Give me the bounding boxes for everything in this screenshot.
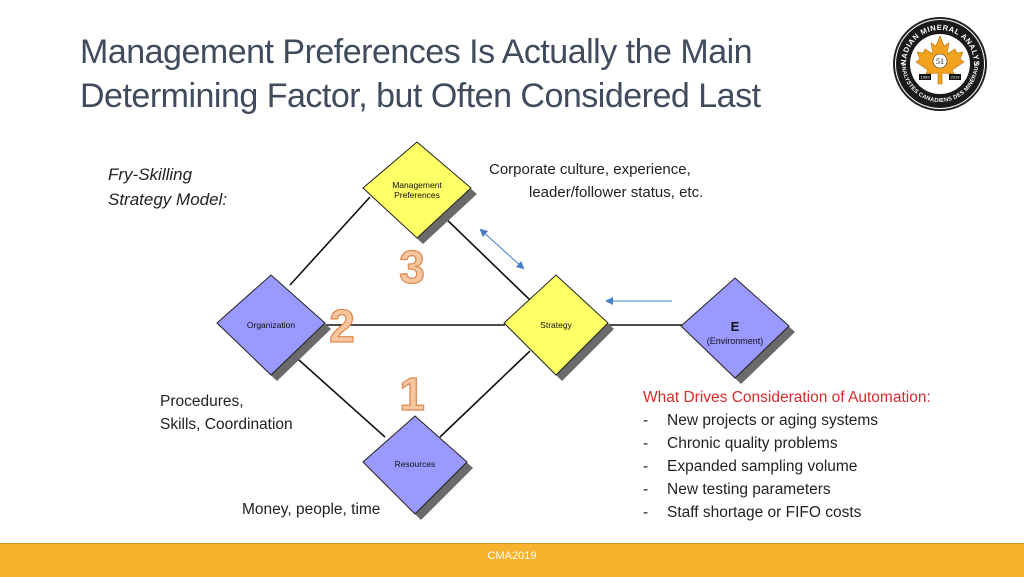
logo-year-left: 1969	[921, 75, 931, 80]
organization-note: Procedures, Skills, Coordination	[160, 390, 293, 436]
edge-mgmt-strategy	[439, 212, 531, 301]
node-strategy	[503, 274, 609, 376]
edge-org-resources	[289, 351, 386, 438]
list-item: -New testing parameters	[643, 481, 831, 498]
model-label: Fry-Skilling Strategy Model:	[108, 162, 227, 212]
slide-title: Management Preferences Is Actually the M…	[80, 30, 880, 118]
priority-number-1: 1	[399, 368, 425, 420]
title-line-1: Management Preferences Is Actually the M…	[80, 33, 753, 71]
label-management: Management	[392, 180, 442, 190]
list-item: -Chronic quality problems	[643, 435, 838, 452]
label-resources: Resources	[395, 459, 436, 469]
logo-year-right: 2019	[951, 75, 961, 80]
organization-note-line-1: Procedures,	[160, 393, 244, 410]
label-environment-letter: E	[731, 319, 740, 334]
label-environment: (Environment)	[707, 336, 764, 346]
footer-text: CMA2019	[487, 550, 537, 562]
footer-bar: CMA2019	[0, 543, 1024, 577]
management-note-line-1: Corporate culture, experience,	[489, 161, 691, 178]
list-item: -Staff shortage or FIFO costs	[643, 504, 862, 521]
label-strategy: Strategy	[540, 320, 572, 330]
title-line-2: Determining Factor, but Often Considered…	[80, 77, 761, 115]
automation-drivers-heading: What Drives Consideration of Automation:	[643, 389, 931, 406]
node-management-preferences	[362, 141, 472, 239]
label-organization: Organization	[247, 320, 295, 330]
double-arrow	[479, 228, 525, 270]
node-organization	[216, 274, 326, 376]
node-resources	[362, 415, 468, 515]
management-note-line-2: leader/follower status, etc.	[529, 184, 704, 201]
label-preferences: Preferences	[394, 190, 440, 200]
edge-resources-strategy	[439, 350, 531, 438]
model-label-line-2: Strategy Model:	[108, 190, 228, 209]
list-item: -Expanded sampling volume	[643, 458, 858, 475]
priority-number-3: 3	[399, 241, 425, 293]
list-item: -New projects or aging systems	[643, 412, 879, 429]
priority-number-2: 2	[329, 300, 355, 352]
automation-drivers: What Drives Consideration of Automation:…	[643, 386, 931, 524]
management-note: Corporate culture, experience, leader/fo…	[489, 158, 703, 204]
node-environment	[680, 277, 790, 379]
organization-note-line-2: Skills, Coordination	[160, 416, 293, 433]
cma-logo: CANADIAN MINERAL ANALYSTS ANALYSTES CANA…	[892, 16, 987, 111]
resources-note: Money, people, time	[242, 501, 381, 518]
logo-number: 51	[936, 57, 944, 66]
model-label-line-1: Fry-Skilling	[108, 165, 193, 184]
edge-mgmt-org	[289, 196, 371, 286]
